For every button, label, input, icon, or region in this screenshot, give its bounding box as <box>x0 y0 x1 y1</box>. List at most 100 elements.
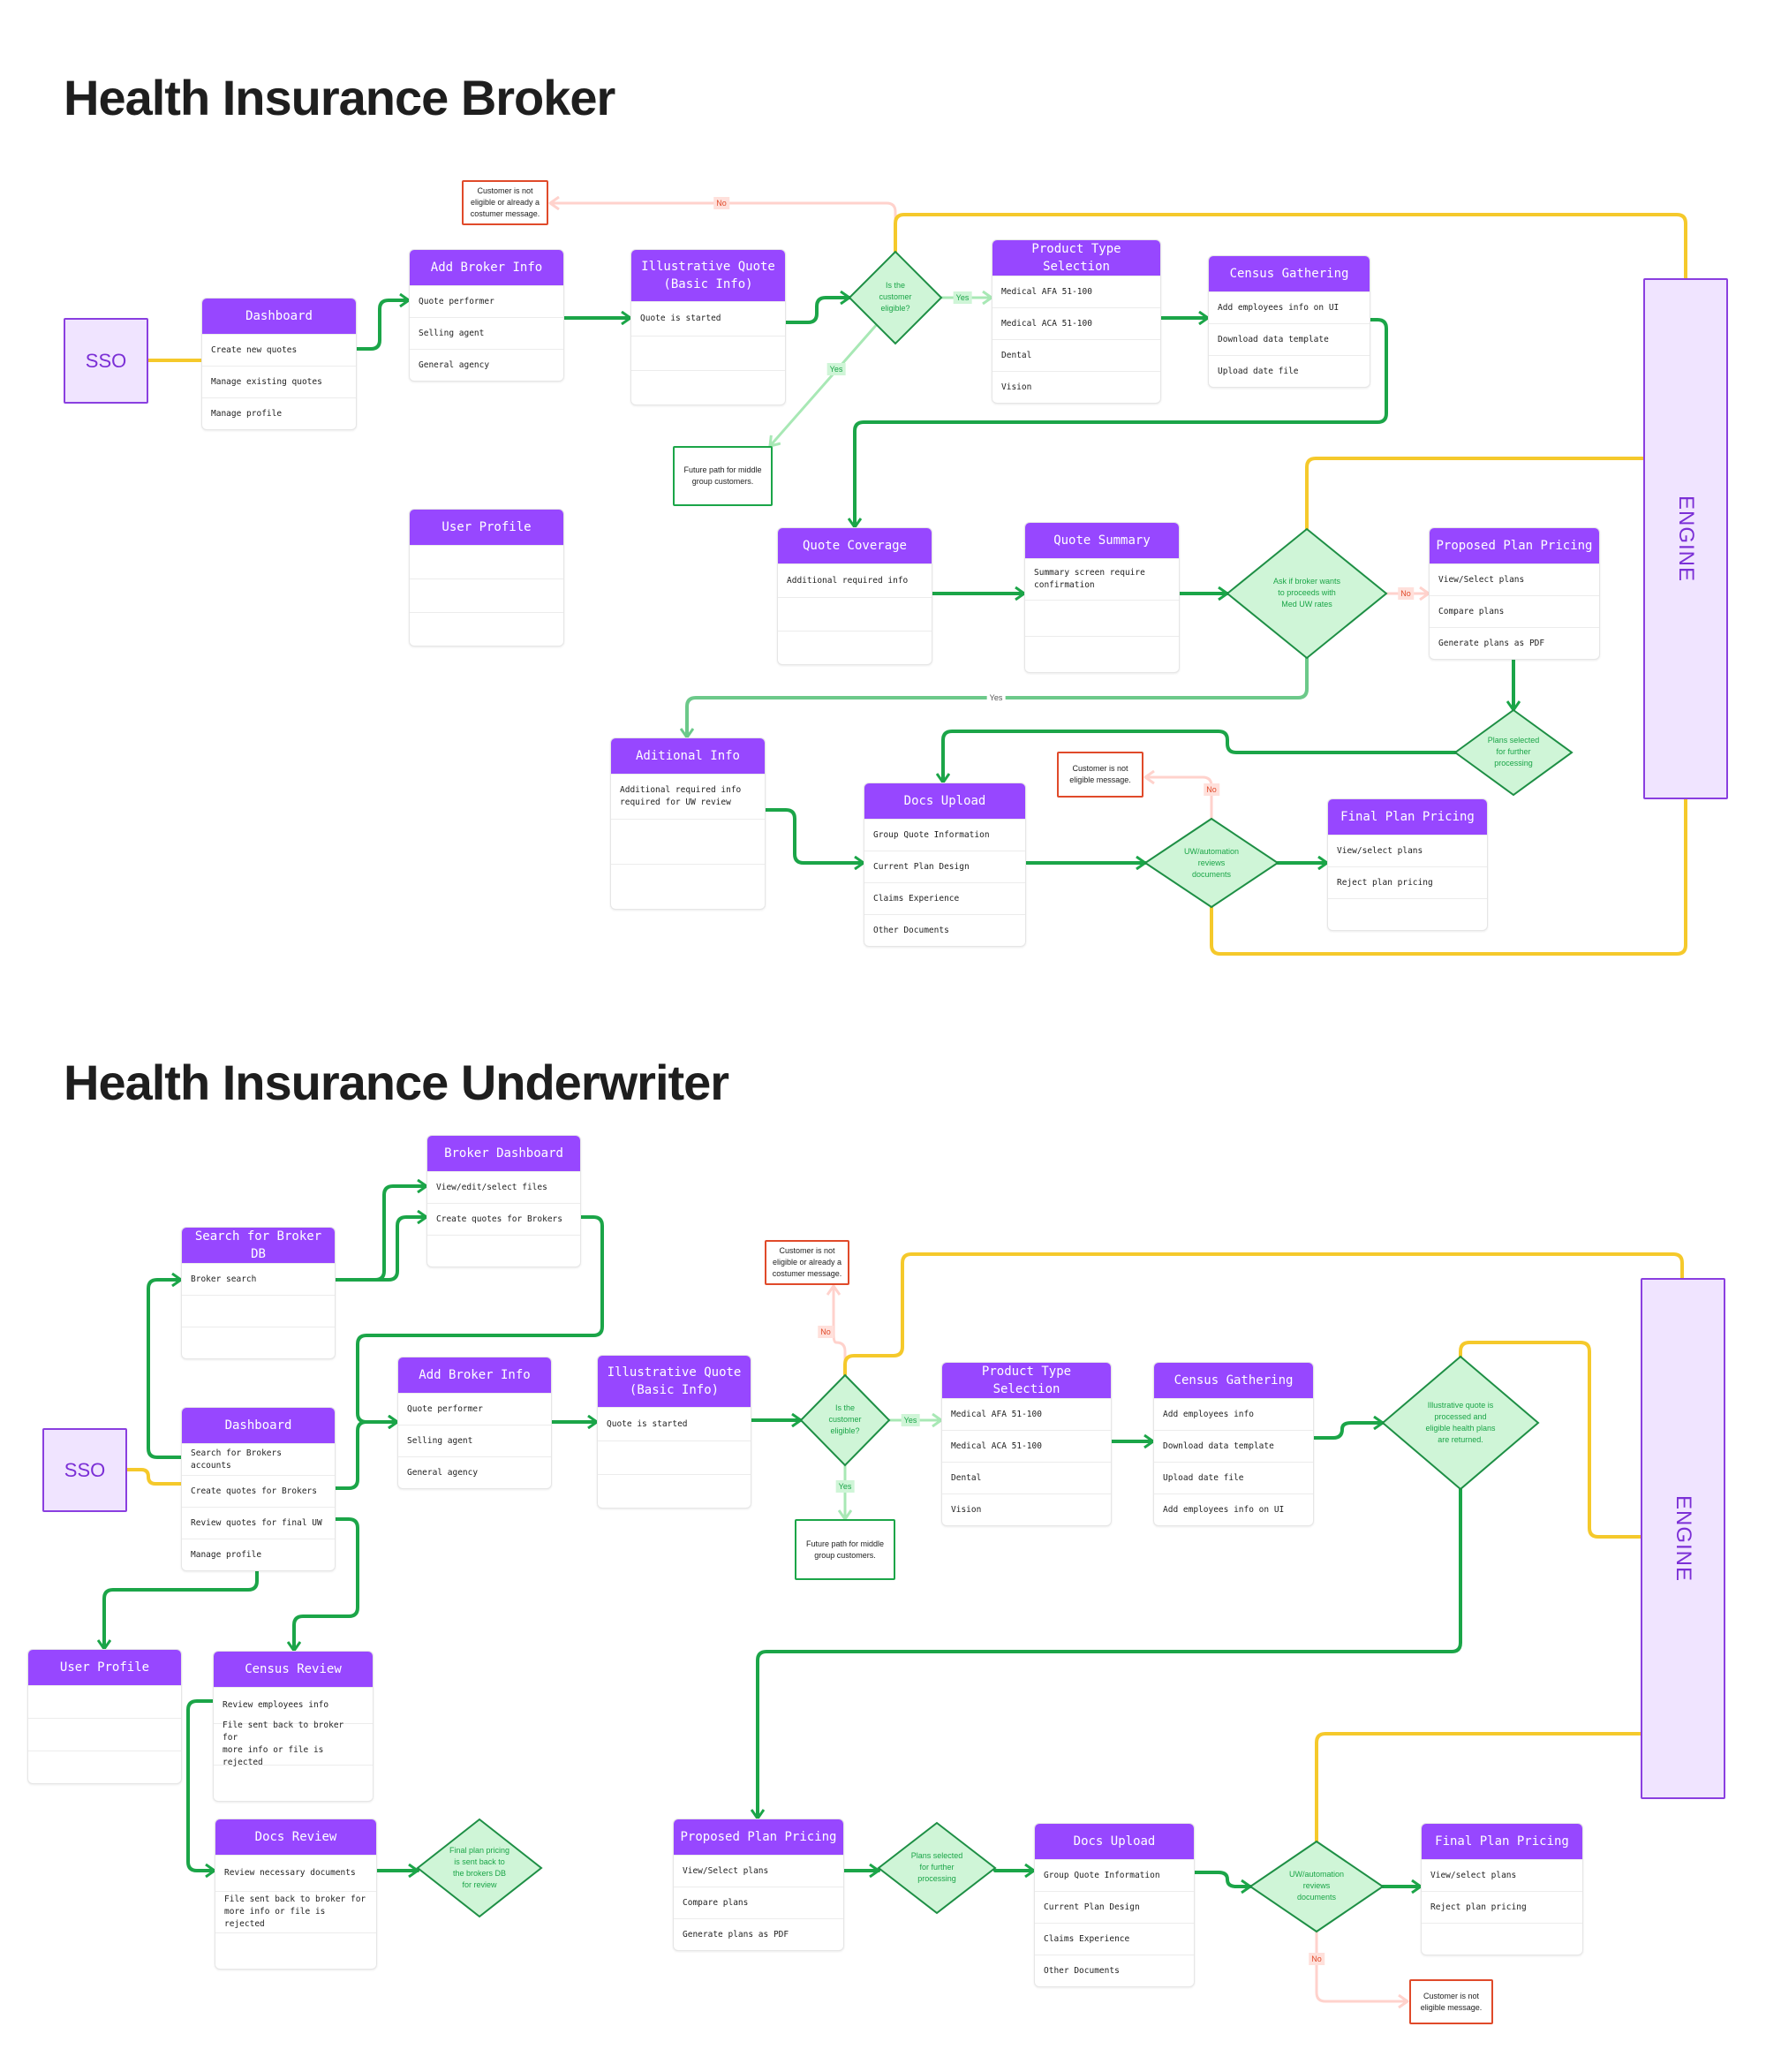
broker-card-user-profile[interactable]: User Profile <box>409 509 564 647</box>
card-row[interactable]: Quote is started <box>631 301 785 336</box>
card-row[interactable]: File sent back to broker for more info o… <box>214 1720 373 1767</box>
card-row[interactable]: Review quotes for final UW <box>182 1507 335 1539</box>
card-row[interactable]: Search for Brokers accounts <box>182 1443 335 1475</box>
card-row[interactable] <box>28 1718 181 1751</box>
card-row[interactable]: Manage existing quotes <box>202 366 356 397</box>
underwriter-card-user-profile[interactable]: User Profile <box>27 1649 182 1784</box>
card-row[interactable]: Upload date file <box>1154 1462 1313 1494</box>
underwriter-card-illustrative[interactable]: Illustrative Quote (Basic Info)Quote is … <box>597 1355 751 1509</box>
card-row[interactable] <box>1422 1923 1582 1955</box>
card-row[interactable]: Quote performer <box>410 285 563 317</box>
card-row[interactable]: Broker search <box>182 1263 335 1295</box>
card-row[interactable] <box>611 819 765 864</box>
underwriter-sso-node[interactable]: SSO <box>42 1428 127 1512</box>
card-row[interactable]: View/edit/select files <box>427 1171 580 1203</box>
card-row[interactable]: Current Plan Design <box>864 851 1025 882</box>
card-row[interactable]: Medical AFA 51-100 <box>992 276 1160 307</box>
card-row[interactable]: General agency <box>398 1456 551 1488</box>
card-row[interactable]: Review employees info <box>214 1687 373 1723</box>
card-row[interactable]: Manage profile <box>202 397 356 429</box>
card-row[interactable]: Dental <box>992 339 1160 371</box>
card-row[interactable] <box>215 1932 376 1969</box>
card-row[interactable]: Manage profile <box>182 1539 335 1570</box>
card-row[interactable] <box>1025 636 1179 672</box>
card-row[interactable]: Compare plans <box>1430 595 1599 627</box>
card-row[interactable] <box>631 370 785 405</box>
card-row[interactable]: Quote performer <box>398 1393 551 1425</box>
card-row[interactable]: Additional required info required for UW… <box>611 774 765 819</box>
card-row[interactable]: Medical AFA 51-100 <box>942 1398 1111 1430</box>
card-row[interactable] <box>214 1765 373 1801</box>
card-row[interactable]: Claims Experience <box>864 882 1025 914</box>
card-row[interactable]: Reject plan pricing <box>1422 1891 1582 1923</box>
card-row[interactable] <box>611 864 765 909</box>
card-row[interactable] <box>410 612 563 646</box>
card-row[interactable] <box>182 1327 335 1358</box>
card-row[interactable]: Vision <box>992 371 1160 403</box>
card-row[interactable]: View/select plans <box>1328 835 1487 866</box>
card-row[interactable]: Selling agent <box>410 317 563 349</box>
card-row[interactable]: Summary screen require confirmation <box>1025 558 1179 600</box>
card-row[interactable] <box>1025 600 1179 636</box>
card-row[interactable]: Selling agent <box>398 1425 551 1456</box>
card-row[interactable]: View/Select plans <box>1430 563 1599 595</box>
card-row[interactable]: Generate plans as PDF <box>674 1918 843 1950</box>
card-row[interactable]: Upload date file <box>1209 355 1370 387</box>
card-row[interactable] <box>410 545 563 578</box>
card-row[interactable]: Claims Experience <box>1035 1923 1194 1955</box>
card-row[interactable] <box>598 1474 751 1508</box>
card-row[interactable]: Medical ACA 51-100 <box>942 1430 1111 1462</box>
card-row[interactable] <box>598 1441 751 1474</box>
card-row[interactable]: Download data template <box>1154 1430 1313 1462</box>
card-row[interactable]: Group Quote Information <box>864 819 1025 851</box>
card-row[interactable]: Review necessary documents <box>215 1855 376 1891</box>
card-row[interactable]: Group Quote Information <box>1035 1859 1194 1891</box>
card-row[interactable] <box>778 631 932 664</box>
card-row[interactable]: Other Documents <box>1035 1955 1194 1986</box>
card-row[interactable]: Create new quotes <box>202 334 356 366</box>
card-row[interactable]: Add employees info on UI <box>1209 291 1370 323</box>
card-row[interactable]: Create quotes for Brokers <box>182 1475 335 1507</box>
card-row[interactable] <box>28 1751 181 1783</box>
card-row[interactable]: View/select plans <box>1422 1859 1582 1891</box>
card-row[interactable]: Vision <box>942 1494 1111 1525</box>
card-row[interactable]: General agency <box>410 349 563 381</box>
broker-sso-node[interactable]: SSO <box>64 318 148 404</box>
card-row[interactable]: Add employees info on UI <box>1154 1494 1313 1525</box>
card-row[interactable]: Medical ACA 51-100 <box>992 307 1160 339</box>
card-row[interactable] <box>427 1235 580 1267</box>
card-row[interactable]: Current Plan Design <box>1035 1891 1194 1923</box>
card-row[interactable] <box>182 1295 335 1327</box>
card-row[interactable]: Quote is started <box>598 1407 751 1441</box>
broker-card-illustrative[interactable]: Illustrative Quote (Basic Info)Quote is … <box>630 249 786 405</box>
card-row[interactable]: View/Select plans <box>674 1855 843 1887</box>
card-row[interactable]: Compare plans <box>674 1887 843 1918</box>
card-row[interactable]: Additional required info <box>778 563 932 597</box>
card-row[interactable] <box>1328 898 1487 930</box>
card-row[interactable]: Add employees info <box>1154 1398 1313 1430</box>
card-row[interactable] <box>778 597 932 631</box>
card-row[interactable]: File sent back to broker for more info o… <box>215 1891 376 1932</box>
card-row[interactable]: Create quotes for Brokers <box>427 1203 580 1235</box>
